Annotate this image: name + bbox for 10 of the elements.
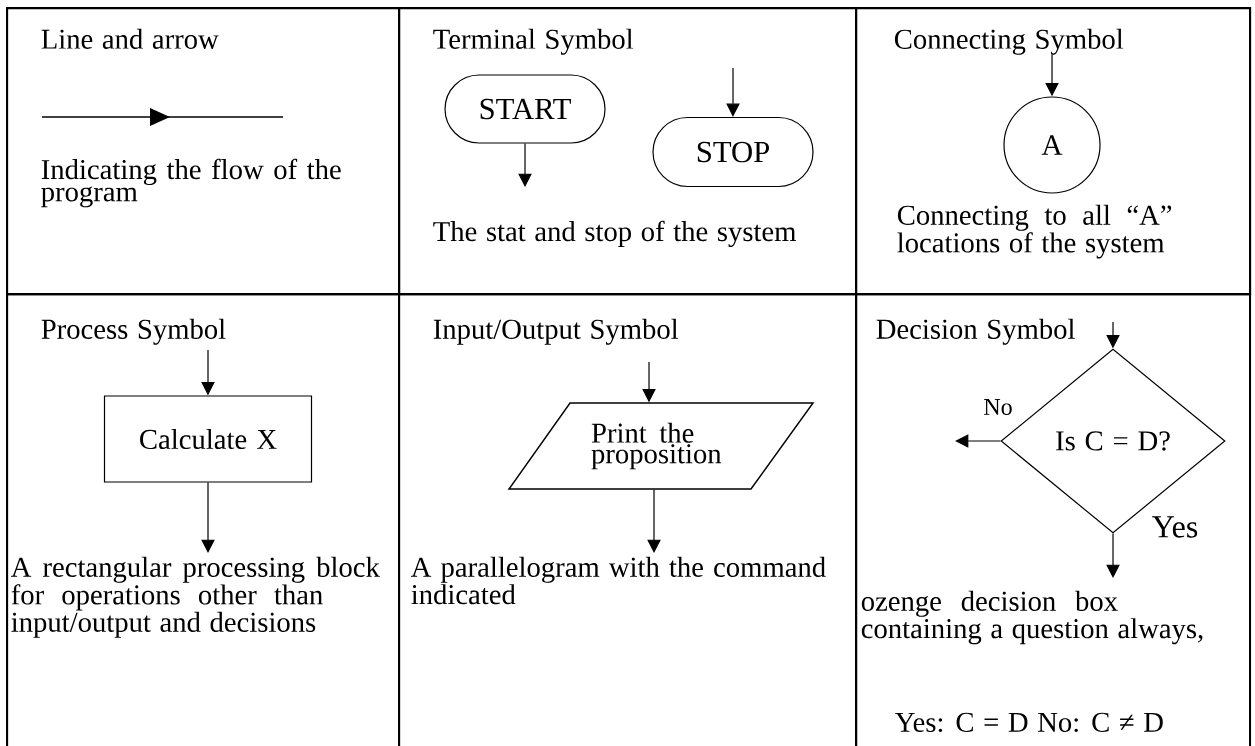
arrow — [1106, 533, 1120, 578]
arrow — [518, 143, 532, 187]
arrow — [647, 489, 661, 553]
terminal-box: STOP — [652, 116, 814, 188]
arrow — [726, 67, 740, 117]
arrow — [955, 434, 1001, 448]
arrow — [201, 482, 215, 553]
table-cell: Line and arrow Indicating the flow of the program — [6, 7, 401, 296]
terminal-box: START — [444, 74, 606, 144]
process-box: Calculate X — [103, 395, 313, 483]
